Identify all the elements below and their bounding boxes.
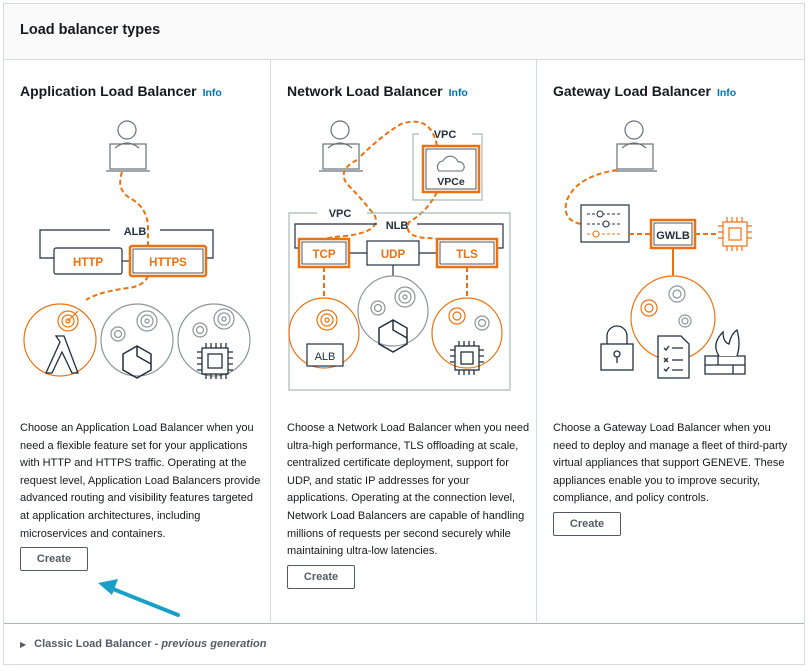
- alb-target-label: ALB: [315, 351, 336, 363]
- alb-title: Application Load Balancer Info: [20, 83, 222, 99]
- alb-flow-line: [119, 171, 149, 248]
- alb-group: ALB: [39, 226, 214, 262]
- gwlb-title: Gateway Load Balancer Info: [553, 83, 736, 99]
- nlb-title: Network Load Balancer Info: [287, 83, 468, 99]
- nlb-flow-line-user: [360, 120, 438, 157]
- endpoint-vpc-label: VPC: [434, 129, 457, 141]
- instance-chip-icon: [450, 341, 484, 375]
- alb-info-link[interactable]: Info: [202, 87, 222, 99]
- alb-create-button[interactable]: Create: [20, 547, 88, 572]
- gwlb-description: Choose a Gateway Load Balancer when you …: [553, 422, 788, 505]
- nlb-info-link[interactable]: Info: [448, 87, 468, 99]
- endpoint-vpc: VPC VPCe: [412, 129, 483, 201]
- container-icon: [378, 319, 408, 353]
- tcp-label: TCP: [313, 249, 336, 261]
- alb-target: ALB: [288, 297, 360, 369]
- tcp-listener: TCP: [297, 237, 351, 269]
- gwlb-title-text: Gateway Load Balancer: [553, 83, 711, 99]
- instance-target: [431, 297, 503, 375]
- gwlb-diagram: GWLB: [564, 120, 752, 379]
- expander-suffix: previous generation: [161, 638, 267, 650]
- network-load-balancer-card: Network Load Balancer Info VPC VPCe: [271, 60, 537, 622]
- lock-icon: [600, 325, 634, 371]
- load-balancer-types-panel: Load balancer types Application Load Bal…: [3, 3, 805, 665]
- application-load-balancer-card: Application Load Balancer Info ALB: [4, 60, 271, 622]
- nlb-description: Choose a Network Load Balancer when you …: [287, 422, 530, 558]
- gwlb-create-button[interactable]: Create: [553, 511, 621, 536]
- instance-target: [177, 303, 251, 379]
- gwlb-flow-line: [564, 169, 618, 225]
- classic-load-balancer-expander[interactable]: ▶ Classic Load Balancer - previous genera…: [20, 638, 266, 650]
- nlb-group-label: NLB: [386, 220, 409, 232]
- alb-diagram: ALB HTTP HTTPS: [23, 120, 251, 379]
- traffic-routing-icon: [580, 204, 630, 243]
- load-balancer-columns: Application Load Balancer Info ALB: [4, 60, 804, 622]
- container-icon: [122, 345, 152, 379]
- appliance-chip-icon: [718, 217, 752, 251]
- gateway-load-balancer-card: Gateway Load Balancer Info: [537, 60, 804, 622]
- user-laptop-icon: [106, 120, 150, 172]
- panel-footer: ▶ Classic Load Balancer - previous genera…: [4, 623, 804, 666]
- instance-chip-icon: [197, 343, 233, 379]
- gwlb-info-link[interactable]: Info: [716, 87, 737, 99]
- nlb-diagram: VPC VPCe VPC NLB: [288, 120, 511, 391]
- panel-title: Load balancer types: [20, 22, 161, 38]
- alb-description: Choose an Application Load Balancer when…: [20, 422, 261, 540]
- outer-vpc: VPC: [288, 208, 511, 391]
- user-laptop-icon: [319, 120, 363, 172]
- nlb-create-button[interactable]: Create: [287, 564, 355, 589]
- vpce-label: VPCe: [437, 176, 465, 188]
- expander-label: Classic Load Balancer: [34, 638, 152, 650]
- gwlb-label: GWLB: [656, 230, 690, 242]
- lambda-target: [23, 303, 97, 377]
- http-label: HTTP: [73, 257, 103, 269]
- http-listener: HTTP: [53, 247, 123, 275]
- nlb-flow-line-tcp: [315, 159, 377, 247]
- nlb-description-block: Choose a Network Load Balancer when you …: [287, 420, 532, 589]
- alb-description-block: Choose an Application Load Balancer when…: [20, 420, 265, 572]
- tls-listener: TLS: [435, 237, 499, 269]
- checklist-icon: [657, 335, 690, 379]
- tls-label: TLS: [456, 249, 478, 261]
- nlb-title-text: Network Load Balancer: [287, 83, 443, 99]
- user-laptop-icon: [613, 120, 657, 172]
- container-target: [357, 275, 429, 353]
- expander-separator: -: [151, 638, 162, 650]
- nlb-group: NLB: [294, 220, 504, 254]
- lambda-icon: [44, 335, 79, 374]
- gwlb-description-block: Choose a Gateway Load Balancer when you …: [553, 420, 798, 536]
- alb-group-label: ALB: [124, 226, 147, 238]
- https-label: HTTPS: [149, 257, 187, 269]
- https-target-line: [85, 275, 149, 301]
- alb-title-text: Application Load Balancer: [20, 83, 197, 99]
- caret-right-icon: ▶: [20, 640, 27, 649]
- https-listener: HTTPS: [128, 244, 208, 278]
- udp-label: UDP: [381, 249, 406, 261]
- firewall-icon: [704, 328, 746, 375]
- udp-listener: UDP: [366, 240, 420, 266]
- cloud-icon: [436, 155, 465, 172]
- outer-vpc-label: VPC: [329, 208, 352, 220]
- annotation-arrow-icon: [98, 579, 180, 617]
- gwlb-node: GWLB: [649, 218, 697, 250]
- container-target: [100, 303, 174, 379]
- panel-header: Load balancer types: [4, 4, 804, 60]
